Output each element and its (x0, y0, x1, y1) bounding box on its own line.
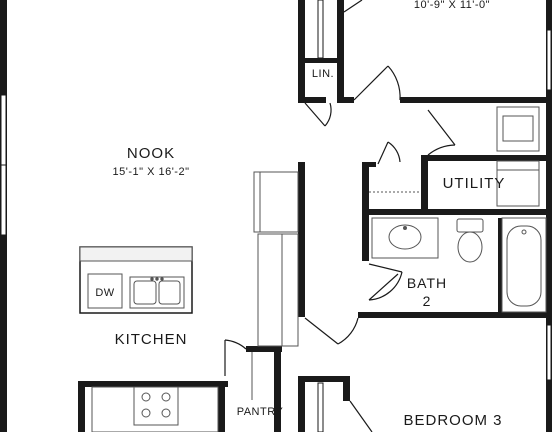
kitchen-sink-right-bowl (158, 280, 181, 305)
counter-tall (257, 233, 299, 347)
wall-linen-bottom (298, 97, 326, 103)
wall-center-vertical-lower (298, 376, 305, 432)
door-bath-swing (368, 271, 403, 301)
wall-right-exterior (546, 0, 552, 432)
wall-utility-top (362, 162, 376, 167)
nook-label: NOOK (127, 145, 175, 162)
dishwasher-label: DW (95, 287, 114, 299)
wall-linen-right (337, 0, 344, 103)
wall-bedroom3-left-stub (343, 376, 350, 401)
kitchen-sink (129, 276, 185, 309)
door-bedroom-leaf (353, 65, 389, 101)
pantry-label: PANTRY (237, 406, 284, 418)
wall-kitchen-bottom (78, 381, 228, 387)
wall-utility-top-right (421, 155, 552, 161)
linen-label: LIN. (312, 68, 334, 80)
door-linen-leaf (304, 102, 326, 127)
dishwasher (87, 273, 123, 309)
bathtub-drain (521, 229, 527, 235)
wall-linen-right-stub (340, 97, 354, 103)
wall-pantry-top (246, 346, 282, 352)
bath-sink-basin (388, 224, 422, 250)
range (133, 386, 179, 426)
doors (224, 0, 456, 432)
door-top-bedroom-leaf (343, 0, 363, 13)
window-top-closet (317, 0, 324, 59)
door-bedroom3-leaf (349, 400, 373, 432)
door-utility-closet-swing (387, 141, 401, 163)
wall-bedroom3-top-left (305, 376, 349, 382)
toilet-tank (456, 218, 484, 233)
burner-2 (161, 392, 171, 402)
washer-lid (502, 115, 534, 142)
door-pantry-swing (224, 339, 247, 350)
window-right-upper (546, 29, 552, 91)
wall-top-closet-left (298, 0, 305, 103)
dryer (496, 160, 540, 207)
window-bedroom3-left (317, 382, 324, 432)
kitchen-sink-left-bowl (133, 280, 157, 305)
wall-bath-bottom (358, 312, 552, 318)
window-left-lower (0, 164, 7, 236)
wall-bedroom-bottom (400, 97, 552, 103)
sink-faucet-2 (155, 277, 159, 281)
burner-4 (161, 408, 171, 418)
door-utility-swing (427, 144, 456, 156)
wall-utility-bottom (362, 209, 552, 215)
bathtub (501, 217, 547, 313)
wall-tub-left (498, 218, 502, 314)
bath-sink-drain (403, 226, 407, 230)
bath-vanity (371, 217, 439, 259)
washer (496, 106, 540, 152)
kitchen-label: KITCHEN (115, 331, 188, 348)
window-right-lower (546, 324, 552, 381)
nook-dimensions: 15'-1" X 16'-2" (113, 166, 190, 178)
door-hall-swing (337, 317, 359, 345)
sink-faucet-3 (160, 277, 164, 281)
fixtures (79, 106, 547, 432)
wall-pantry-outer (274, 346, 281, 432)
wall-kitchen-left-stub (78, 381, 85, 432)
door-bath-leaf (368, 263, 403, 273)
burner-1 (141, 392, 151, 402)
door-utility-leaf (427, 109, 456, 146)
labels: 10'-9" X 11'-0" LIN. NOOK 15'-1" X 16'-2… (95, 0, 506, 429)
wall-bath-left (362, 209, 369, 261)
refrigerator (253, 171, 299, 233)
door-bath-leaf-2 (368, 273, 399, 301)
bedroom3-label: BEDROOM 3 (403, 412, 502, 429)
window-left-upper (0, 94, 7, 166)
door-bedroom-swing (387, 65, 401, 101)
toilet-bowl (457, 231, 483, 263)
burner-3 (141, 408, 151, 418)
wall-pantry-right (218, 381, 225, 432)
sink-faucet-1 (150, 277, 154, 281)
utility-label: UTILITY (443, 175, 506, 192)
wall-linen-top (305, 58, 340, 63)
wall-center-vertical (298, 162, 305, 317)
island-overhang (79, 246, 193, 262)
top-bedroom-dimensions: 10'-9" X 11'-0" (414, 0, 490, 11)
bath-number: 2 (423, 293, 432, 309)
door-utility-closet-leaf (377, 141, 389, 165)
wall-utility-inner (421, 155, 428, 215)
wall-utility-left (362, 162, 369, 222)
door-linen-swing (324, 102, 332, 127)
door-hall-leaf (304, 317, 339, 345)
bathtub-basin (506, 225, 542, 307)
bath-label: BATH (407, 275, 447, 291)
